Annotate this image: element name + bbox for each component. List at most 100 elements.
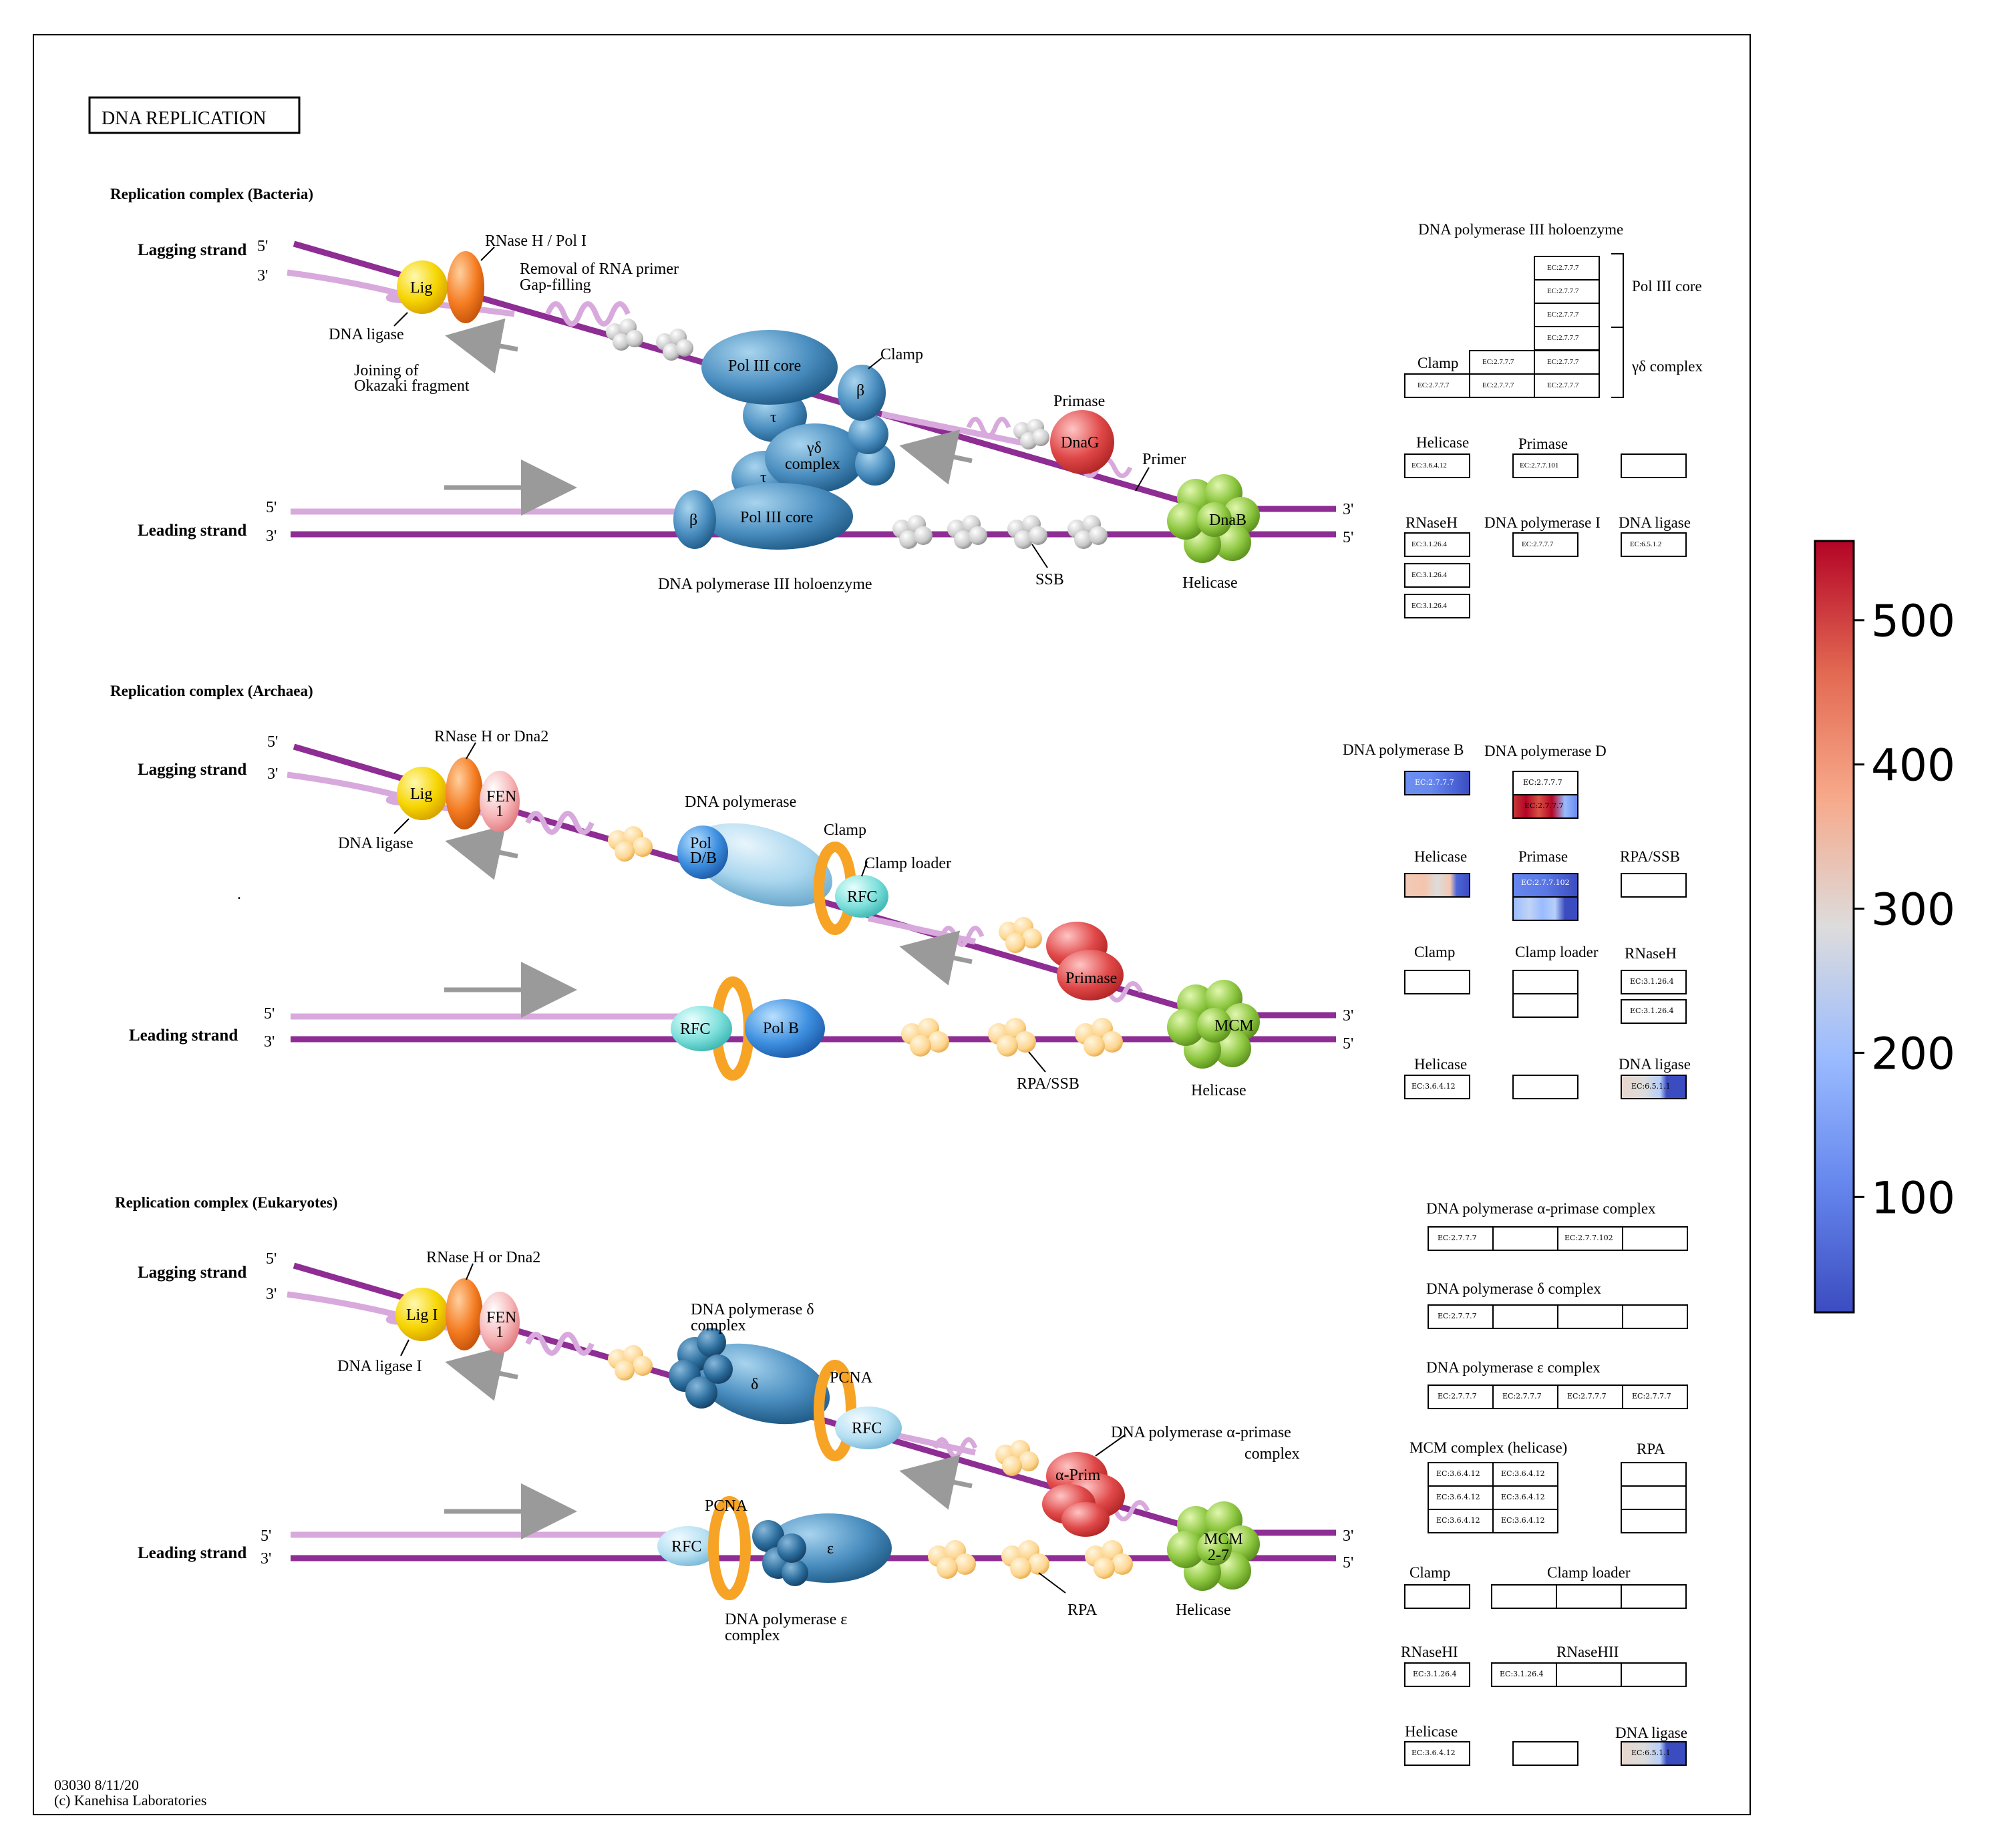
lagging-new-strand — [287, 269, 515, 317]
strand-end-5: 5' — [261, 1527, 271, 1545]
ec-label: EC:3.1.26.4 — [1630, 1006, 1674, 1015]
pol-eps-label: DNA polymerase ε — [725, 1611, 847, 1628]
bracket — [1611, 327, 1624, 398]
legend-rnaseh: RNaseH — [1625, 945, 1677, 962]
legend-rpa-ssb: RPA/SSB — [1620, 848, 1680, 865]
ec-label: EC:3.6.4.12 — [1501, 1469, 1545, 1478]
strand-end-5: 5' — [257, 238, 268, 255]
legend-clamp-loader: Clamp loader — [1515, 944, 1599, 960]
helicase-dnab — [1167, 474, 1260, 563]
ec-label: EC:2.7.7.7 — [1418, 381, 1450, 389]
legend-epsilon-boxes — [1428, 1384, 1688, 1409]
legend-box — [1404, 453, 1470, 478]
lagging-new-strand — [881, 411, 1029, 447]
complex-label: complex — [785, 455, 840, 473]
helicase-label: Helicase — [1176, 1602, 1231, 1619]
strand-end-5: 5' — [267, 733, 278, 751]
legend-ligase: DNA ligase — [1619, 1056, 1691, 1073]
pol3core-label: Pol III core — [728, 357, 801, 375]
ec-label: EC:2.7.7.7 — [1547, 358, 1579, 366]
legend-rnaseh: RNaseH — [1405, 514, 1458, 531]
ec-label: EC:3.6.4.12 — [1436, 1516, 1480, 1525]
direction-arrow — [899, 1455, 973, 1510]
clamp-loader-label: Clamp loader — [864, 855, 951, 872]
dna-polymerase-label: DNA polymerase — [685, 793, 796, 811]
dna-ligase-label: DNA ligase I — [337, 1358, 422, 1375]
legend-clamp-loader-boxes — [1491, 1584, 1687, 1609]
legend-bacteria: DNA polymerase III holoenzyme EC:2.7.7.7… — [1404, 221, 1703, 618]
legend-box — [1404, 1741, 1470, 1766]
pcna-ring — [708, 1496, 751, 1600]
rfc-label: RFC — [847, 888, 877, 906]
strand-end-3: 3' — [266, 1286, 277, 1303]
legend-mcm: MCM complex (helicase) — [1409, 1439, 1567, 1456]
ec-label: EC:3.6.4.12 — [1501, 1516, 1545, 1525]
legend-rpa-boxes — [1621, 1462, 1687, 1533]
ec-label: EC:3.6.4.12 — [1411, 1748, 1456, 1757]
ec-label: EC:2.7.7.7 — [1438, 1392, 1477, 1401]
rna-primer — [1106, 981, 1144, 1002]
pol-db-head — [677, 825, 728, 879]
colorbar-gradient — [1814, 540, 1855, 1314]
rnase-dna2 — [446, 1278, 483, 1350]
helicase-label: Helicase — [1182, 574, 1238, 592]
legend-box — [1404, 594, 1470, 618]
rfc-label: RFC — [680, 1021, 710, 1038]
rpa-label: RPA — [1067, 1602, 1098, 1619]
legend-box — [1404, 563, 1470, 588]
leader-line — [466, 742, 476, 759]
ec-label: EC:2.7.7.7 — [1547, 311, 1579, 319]
rnase-label: RNase H / Pol I — [485, 232, 587, 250]
direction-arrow — [445, 318, 518, 374]
gap-filling-label: Gap-filling — [520, 276, 591, 294]
lig-label: Lig I — [406, 1306, 438, 1324]
pol3core-label: Pol III core — [740, 509, 813, 526]
pol-label: Pol — [690, 835, 711, 852]
gamma-delta-label: γδ — [806, 439, 822, 457]
dna-ligase — [397, 767, 448, 820]
ec-label: EC:6.5.1.2 — [1630, 540, 1661, 548]
legend-ligase: DNA ligase — [1615, 1724, 1687, 1741]
direction-arrow — [899, 429, 973, 485]
bracket — [1611, 253, 1624, 328]
lagging-strand-label: Lagging strand — [138, 1264, 246, 1282]
pol-alpha-primase — [1042, 1452, 1125, 1537]
ec-label: EC:3.1.26.4 — [1413, 1670, 1457, 1678]
rpa-ssb-cluster — [608, 826, 1123, 1057]
ec-label: EC:2.7.7.7 — [1522, 540, 1554, 548]
polb-label: Pol B — [763, 1020, 799, 1037]
strand-end-3: 3' — [267, 765, 278, 783]
legend-rpa: RPA — [1637, 1441, 1665, 1457]
ssb-cluster — [606, 319, 1108, 549]
legend-ligase: DNA ligase — [1619, 514, 1691, 531]
legend-pol3-grid — [1404, 256, 1600, 398]
legend-pol3-ec-labels: EC:2.7.7.7 EC:2.7.7.7 EC:2.7.7.7 EC:2.7.… — [1418, 264, 1579, 389]
primase-label: Primase — [1065, 970, 1117, 987]
ec-label: EC:2.7.7.102 — [1564, 1234, 1613, 1242]
legend-rnasehii: RNaseHII — [1556, 1644, 1619, 1660]
heatmap-box — [1512, 896, 1578, 921]
panel-title: Replication complex (Bacteria) — [110, 186, 313, 202]
holoenzyme-label: DNA polymerase III holoenzyme — [658, 576, 872, 593]
ec-label: EC:2.7.7.7 — [1438, 1312, 1477, 1320]
leader-line — [1031, 544, 1048, 568]
strand-end-5: 5' — [266, 499, 277, 516]
ec-label: EC:2.7.7.7 — [1482, 358, 1514, 366]
panel-eukaryotes: Replication complex (Eukaryotes) Lagging… — [115, 1194, 1353, 1644]
mcm-label: MCM — [1214, 1017, 1254, 1035]
legend-box — [1512, 453, 1578, 478]
leader-line — [466, 1263, 474, 1280]
legend-rnasehi: RNaseHI — [1401, 1644, 1458, 1660]
legend-clamp: Clamp — [1409, 1564, 1450, 1581]
ec-label: EC:3.1.26.4 — [1411, 602, 1447, 610]
fen-number: 1 — [496, 1324, 504, 1341]
leader-line — [1095, 1434, 1126, 1457]
leader-line — [861, 861, 868, 877]
ec-label: EC:2.7.7.7 — [1438, 1234, 1477, 1242]
strand-end-5: 5' — [1343, 1554, 1353, 1572]
legend-epsilon: DNA polymerase ε complex — [1426, 1359, 1601, 1376]
beta-clamp — [838, 365, 886, 421]
heatmap-box — [1404, 771, 1470, 795]
